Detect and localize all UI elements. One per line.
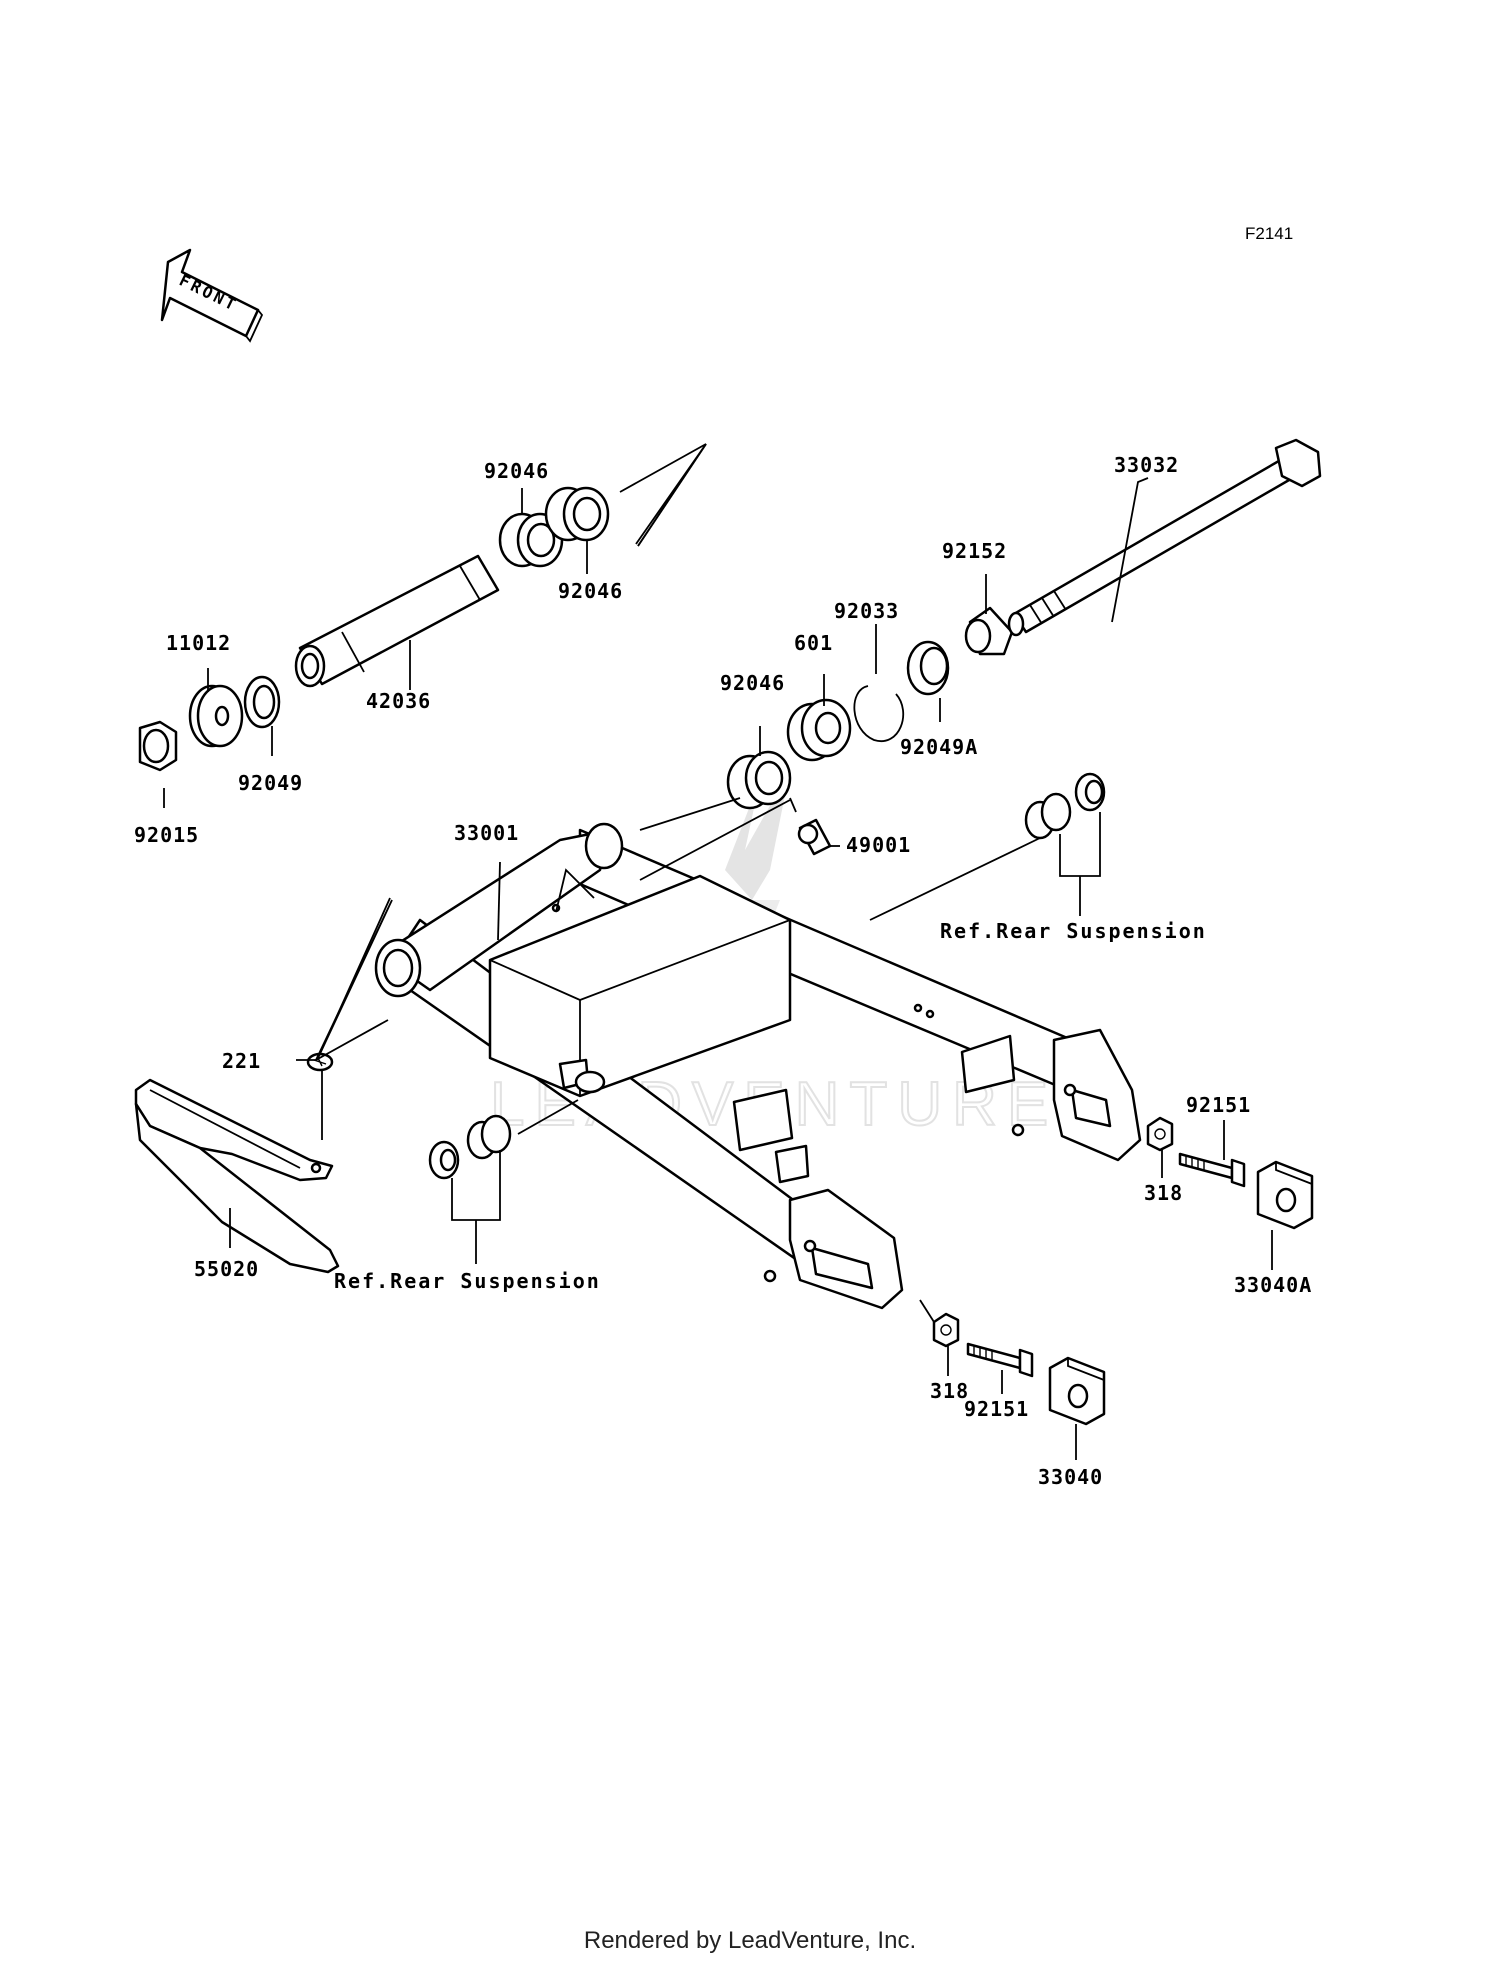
ball-bearing-601: [786, 698, 852, 762]
label-33040A: 33040A: [1234, 1273, 1312, 1297]
part-labels: 92046 92046 92046 33032 92152 92033 601 …: [134, 453, 1312, 1489]
label-318-b: 318: [930, 1379, 969, 1403]
label-55020: 55020: [194, 1257, 259, 1281]
label-92151-b: 92151: [964, 1397, 1029, 1421]
plate-33040A: [1256, 1160, 1314, 1230]
bolt-92151-a: [1178, 1152, 1246, 1188]
label-11012: 11012: [166, 631, 231, 655]
label-92049A: 92049A: [900, 735, 978, 759]
label-92046-a: 92046: [484, 459, 549, 483]
swingarm-33001: [374, 822, 1142, 1310]
leader-lines: [163, 443, 1273, 1460]
bearing-92046-c: [726, 750, 792, 810]
label-92049: 92049: [238, 771, 303, 795]
label-601: 601: [794, 631, 833, 655]
nut-92015: [138, 720, 178, 772]
circlip-92033: [853, 685, 905, 743]
front-direction-arrow-icon: FRONT: [160, 248, 264, 343]
label-33040: 33040: [1038, 1465, 1103, 1489]
grease-nipple-49001: [797, 818, 832, 856]
label-92015: 92015: [134, 823, 199, 847]
label-33001: 33001: [454, 821, 519, 845]
label-92046-c: 92046: [720, 671, 785, 695]
label-92151-a: 92151: [1186, 1093, 1251, 1117]
seal-92049A: [906, 640, 950, 696]
label-92046-b: 92046: [558, 579, 623, 603]
label-49001: 49001: [846, 833, 911, 857]
ref-bushing-upper: [1024, 772, 1106, 840]
figure-id: F2141: [1245, 224, 1293, 243]
label-33032: 33032: [1114, 453, 1179, 477]
label-42036: 42036: [366, 689, 431, 713]
seal-92049: [243, 675, 281, 729]
label-221: 221: [222, 1049, 261, 1073]
bearing-92046-a: [498, 512, 564, 568]
plate-33040: [1048, 1356, 1106, 1426]
ref-bushing-lower: [428, 1114, 512, 1180]
washer-11012: [188, 684, 244, 748]
screw-221: [306, 1052, 334, 1072]
nut-318-a: [1146, 1116, 1174, 1152]
bolt-92151-b: [966, 1342, 1034, 1378]
label-92033: 92033: [834, 599, 899, 623]
ref-rear-suspension-upper: Ref.Rear Suspension: [940, 919, 1207, 943]
pivot-shaft-33032: [1007, 438, 1322, 637]
bearing-92046-b: [544, 486, 610, 542]
nut-318-b: [932, 1312, 960, 1348]
label-92152: 92152: [942, 539, 1007, 563]
footer-credit: Rendered by LeadVenture, Inc.: [584, 1927, 916, 1954]
sleeve-42036: [294, 554, 500, 688]
label-318-a: 318: [1144, 1181, 1183, 1205]
ref-rear-suspension-lower: Ref.Rear Suspension: [334, 1269, 601, 1293]
chain-guide-55020: [134, 1078, 340, 1274]
collar-92152: [964, 606, 1014, 656]
